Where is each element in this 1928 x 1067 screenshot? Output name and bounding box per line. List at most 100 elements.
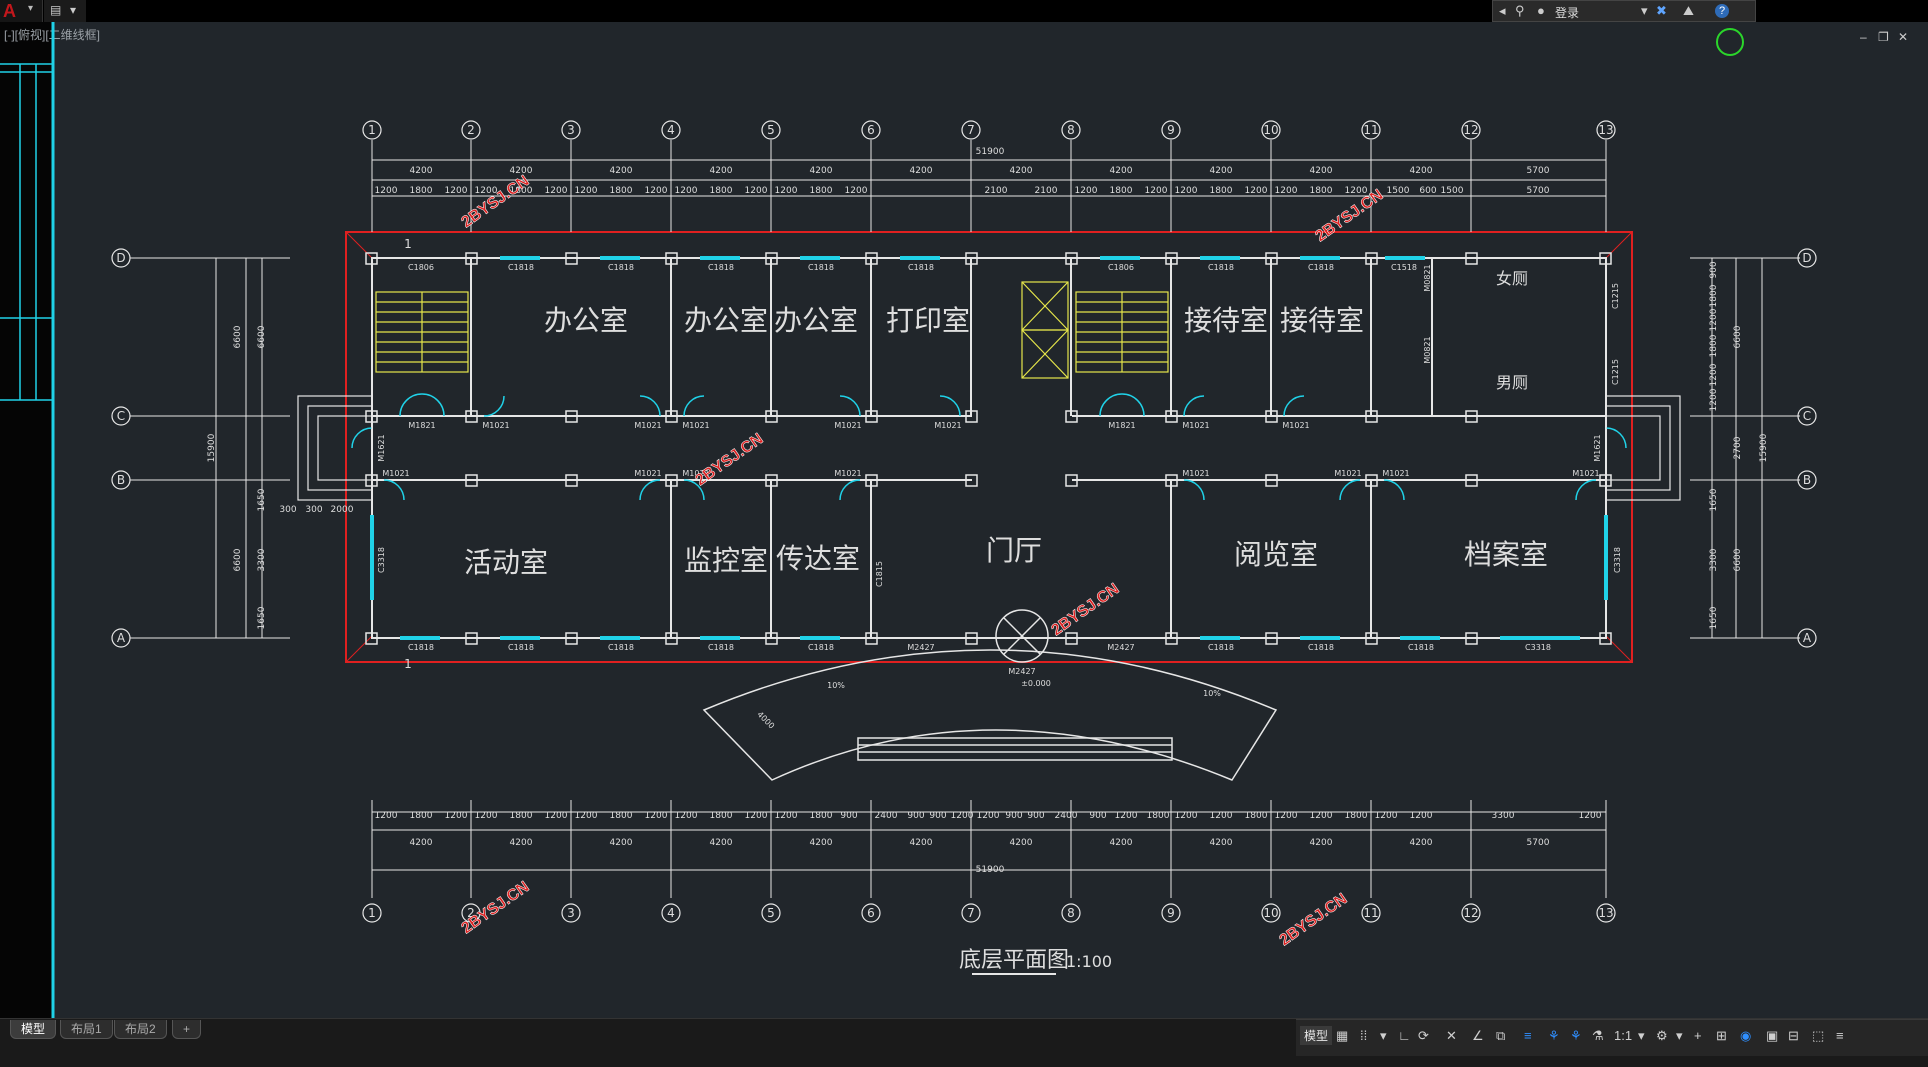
angle-icon[interactable]: ∠	[1472, 1028, 1484, 1043]
tag: M1621	[377, 434, 386, 461]
span: 4200	[710, 166, 733, 176]
tag: C1818	[808, 643, 834, 652]
detail: 1200	[951, 811, 974, 821]
polar-icon[interactable]: ⟳	[1418, 1028, 1429, 1043]
detail: 1800	[1147, 811, 1170, 821]
nav-back-icon[interactable]: ◂	[1499, 3, 1506, 18]
tag: C1215	[1611, 359, 1620, 385]
span: 4200	[610, 838, 633, 848]
tab-layout2[interactable]: 布局2	[114, 1020, 167, 1039]
roof-outline	[345, 231, 1633, 663]
span: 4200	[710, 838, 733, 848]
fullscreen-icon[interactable]: ⬚	[1812, 1028, 1825, 1043]
model-space-toggle[interactable]: 模型	[1300, 1026, 1333, 1045]
restore-icon[interactable]: ❐	[1878, 30, 1889, 44]
snapshot-icon[interactable]: ⧉	[1496, 1028, 1506, 1043]
detail: 1200	[977, 811, 1000, 821]
dim: 2700	[1733, 436, 1743, 459]
viewcube-compass-icon[interactable]	[1716, 28, 1744, 56]
detail: 2400	[1055, 811, 1078, 821]
chevron-down-icon[interactable]: ▾	[1641, 3, 1648, 18]
detail: 1200	[1115, 811, 1138, 821]
osnap-icon[interactable]: ✕	[1446, 1028, 1457, 1043]
span: 4200	[910, 166, 933, 176]
detail: 1200	[575, 811, 598, 821]
quick-access-toolbar[interactable]: ▤ ▾	[44, 0, 86, 22]
quick-props-icon[interactable]: ⊟	[1788, 1028, 1799, 1043]
tag: M1021	[382, 469, 409, 478]
tag: C1815	[875, 561, 884, 587]
open-file-icon[interactable]: ▤	[50, 3, 62, 17]
chevron-down-icon[interactable]: ▾	[1380, 1028, 1387, 1043]
lineweight-icon[interactable]: ≡	[1524, 1028, 1532, 1043]
annotation-scale-icon[interactable]: ⚘	[1570, 1028, 1582, 1043]
tag: C1818	[808, 263, 834, 272]
walls	[371, 257, 1607, 639]
menu-icon[interactable]: ≡	[1836, 1028, 1844, 1043]
hardware-accel-icon[interactable]: ◉	[1740, 1028, 1752, 1043]
span: 4200	[810, 838, 833, 848]
autocad-logo-icon: A	[3, 1, 16, 21]
axis-label: 4	[667, 906, 675, 920]
dim: 15900	[207, 433, 217, 462]
dim: 6600	[233, 548, 243, 571]
help-icon[interactable]: ?	[1715, 4, 1729, 18]
scale-label[interactable]: 1:1	[1614, 1028, 1633, 1043]
dim: 1650	[1709, 488, 1719, 511]
a360-icon[interactable]: ⛰	[1683, 3, 1694, 18]
annotation-visibility-icon[interactable]: ⚗	[1592, 1028, 1604, 1043]
detail: 1200	[775, 186, 798, 196]
tab-add[interactable]: +	[172, 1020, 202, 1039]
total-width-bottom: 51900	[976, 865, 1005, 875]
detail: 1200	[1579, 811, 1602, 821]
room-reception-desk: 传达室	[776, 542, 860, 575]
axis-label: 1	[368, 123, 376, 137]
gear-icon[interactable]: ⚙	[1656, 1028, 1668, 1043]
tab-model[interactable]: 模型	[10, 1020, 57, 1039]
binoculars-icon[interactable]: ⚲	[1515, 3, 1525, 18]
minimize-icon[interactable]: –	[1860, 30, 1867, 44]
axis-number-labels: 1 2 3 4 5 6 7 8 9 10 11 12 13 1 2 3 4 5 …	[116, 123, 1812, 920]
axis-letter: C	[1803, 409, 1811, 423]
detail: 5700	[1527, 186, 1550, 196]
detail: 1200	[575, 186, 598, 196]
tag: M1621	[1593, 434, 1602, 461]
dim: 6600	[1733, 548, 1743, 571]
detail: 1200	[545, 811, 568, 821]
axis-letter: D	[116, 251, 125, 265]
axis-letter: A	[117, 631, 126, 645]
palette-frame	[0, 22, 55, 1018]
detail: 900	[840, 811, 857, 821]
detail: 1800	[810, 811, 833, 821]
snap-icon[interactable]: ⁞⁞	[1360, 1028, 1368, 1043]
span: 4200	[510, 838, 533, 848]
detail: 1800	[1345, 811, 1368, 821]
detail: 1800	[1245, 811, 1268, 821]
detail: 1800	[1310, 186, 1333, 196]
dim: 300	[279, 505, 296, 515]
chevron-down-icon[interactable]: ▾	[1676, 1028, 1683, 1043]
windows	[370, 256, 1608, 640]
level-mark: ±0.000	[1021, 679, 1051, 688]
detail: 1200	[1245, 186, 1268, 196]
clean-screen-icon[interactable]: ▣	[1766, 1028, 1779, 1043]
annotation-icon[interactable]: ⚘	[1548, 1028, 1560, 1043]
application-menu-button[interactable]: A ▾	[0, 0, 43, 22]
ortho-icon[interactable]: ∟	[1398, 1028, 1411, 1043]
tag: M1021	[1182, 469, 1209, 478]
detail: 1800	[610, 186, 633, 196]
login-label[interactable]: 登录	[1555, 6, 1580, 20]
axis-label: 1	[368, 906, 376, 920]
grid-icon[interactable]: ▦	[1336, 1028, 1349, 1043]
tab-layout1[interactable]: 布局1	[60, 1020, 113, 1039]
isolate-icon[interactable]: ⊞	[1716, 1028, 1727, 1043]
close-icon[interactable]: ✕	[1898, 30, 1909, 44]
room-office-1: 办公室	[544, 304, 628, 337]
user-icon: ●	[1537, 3, 1545, 18]
chevron-down-icon[interactable]: ▾	[1638, 1028, 1645, 1043]
login-bar[interactable]: ◂ ⚲ ● 登录 ▾ ✖ ⛰ ?	[1492, 0, 1756, 22]
drawing-canvas[interactable]	[52, 22, 1928, 1018]
plus-icon[interactable]: +	[1694, 1028, 1702, 1043]
exchange-icon[interactable]: ✖	[1656, 3, 1667, 18]
